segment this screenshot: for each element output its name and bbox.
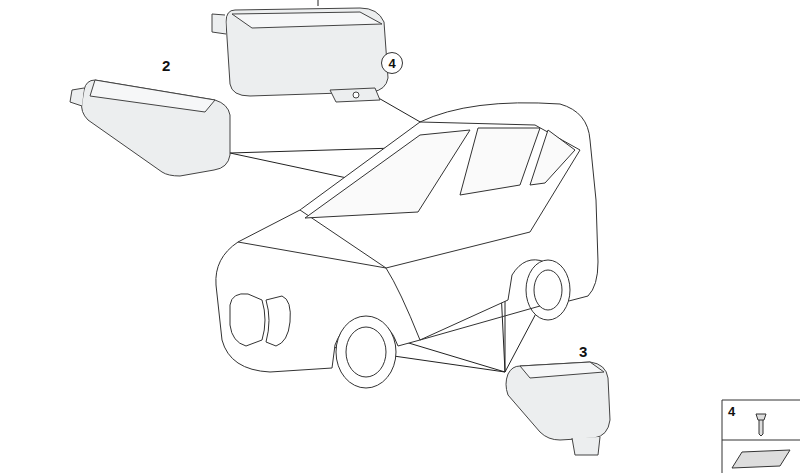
callout-number: 4 bbox=[388, 57, 395, 70]
fastener-box: 4 bbox=[722, 400, 800, 440]
callout-number: 2 bbox=[162, 58, 170, 73]
callout-circle: 4 bbox=[381, 52, 403, 74]
callout-number: 3 bbox=[579, 344, 587, 359]
callout-number: 4 bbox=[728, 405, 735, 418]
